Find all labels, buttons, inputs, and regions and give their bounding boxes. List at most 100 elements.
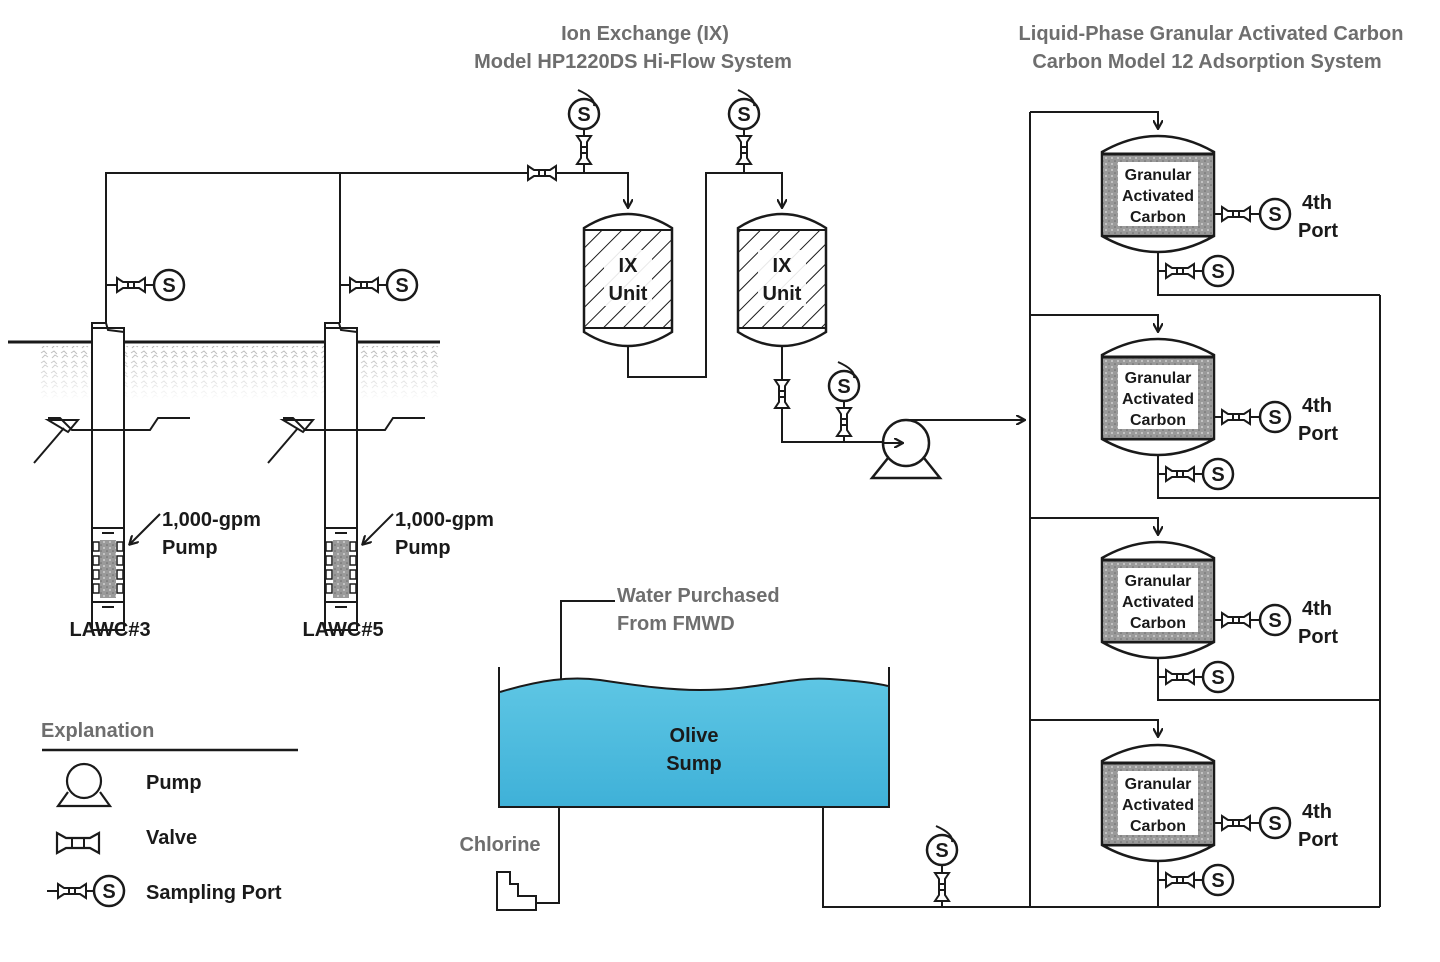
valve-icon [1165,872,1195,888]
valve-icon [836,407,852,437]
fmwd-label-line2: From FMWD [617,613,735,635]
gac-vessel-3: Granular Activated Carbon S 4th Port S [1100,540,1338,694]
port-label-line2: Port [1298,626,1338,648]
well-name-label: LAWC#3 [69,619,150,641]
ix-piping [627,172,896,442]
valve-icon [774,379,790,409]
port-label-line1: 4th [1302,801,1332,823]
gac-title-line1: Liquid-Phase Granular Activated Carbon [1019,23,1404,45]
valve-icon [349,277,379,293]
well-header-pipe [105,165,628,323]
sampling-port-4th[interactable]: S [1214,400,1292,434]
chlorine-feed: Chlorine [459,807,560,911]
legend-item-pump: Pump [55,762,202,808]
svg-text:Sampling Port: Sampling Port [146,882,282,904]
water-table-icon [33,417,190,464]
fmwd-inlet: Water Purchased From FMWD [560,585,780,680]
sampling-port-well-5[interactable]: S [340,268,419,302]
legend: Explanation Pump Valve S [41,720,298,908]
svg-text:Carbon: Carbon [1130,615,1186,632]
svg-text:Activated: Activated [1122,797,1194,814]
valve-icon [736,135,752,165]
svg-text:S: S [737,104,750,126]
gac-vessel-4: Granular Activated Carbon S 4th Port S [1100,743,1338,897]
svg-text:Unit: Unit [609,283,648,305]
svg-text:S: S [1268,813,1281,835]
olive-sump: Olive Sump [498,667,890,808]
sampling-port-4th[interactable]: S [1214,197,1292,231]
svg-text:Granular: Granular [1125,776,1192,793]
sampling-port-effluent[interactable]: S [1158,660,1235,694]
sampling-port-effluent[interactable]: S [1158,863,1235,897]
valve-ix-outlet[interactable] [774,379,790,409]
valve-icon[interactable] [527,165,557,181]
pump-icon [55,762,113,808]
svg-text:S: S [162,275,175,297]
svg-text:S: S [1211,464,1224,486]
svg-text:S: S [935,840,948,862]
well-pump-label-line2: Pump [395,537,451,559]
valve-icon [1221,409,1251,425]
gac-vessel-2: Granular Activated Carbon S 4th Port S [1100,337,1338,491]
valve-icon [934,872,950,902]
booster-pump-icon[interactable] [869,420,1024,480]
ix-unit-1: IX Unit [582,212,674,348]
sampling-port-sump-outlet[interactable]: S [925,825,959,907]
chlorine-tank-icon [496,871,537,911]
svg-text:S: S [1211,870,1224,892]
svg-text:S: S [1211,667,1224,689]
valve-icon [55,831,101,855]
gac-vessel-1: Granular Activated Carbon S 4th Port S [1100,134,1338,288]
sump-label-line2: Sump [666,753,722,775]
sampling-port-effluent[interactable]: S [1158,254,1235,288]
valve-icon [576,135,592,165]
svg-text:S: S [577,104,590,126]
port-label-line2: Port [1298,423,1338,445]
submersible-pump-icon [92,527,124,608]
port-label-line2: Port [1298,829,1338,851]
svg-text:S: S [1211,261,1224,283]
valve-icon [1165,669,1195,685]
submersible-pump-icon [325,527,357,608]
svg-text:S: S [837,376,850,398]
svg-text:Pump: Pump [146,772,202,794]
sampling-port-effluent[interactable]: S [1158,457,1235,491]
svg-text:S: S [1268,204,1281,226]
sampling-port-well-3[interactable]: S [106,268,186,302]
pump-pointer-arrow [363,513,394,544]
svg-text:S: S [1268,407,1281,429]
sampling-port-ix-outlet[interactable]: S [827,361,861,442]
svg-text:S: S [1268,610,1281,632]
svg-text:IX: IX [619,255,639,277]
ix-title-line1: Ion Exchange (IX) [561,23,729,45]
valve-icon [1165,466,1195,482]
sampling-port-4th[interactable]: S [1214,806,1292,840]
port-label-line1: 4th [1302,598,1332,620]
legend-title: Explanation [41,720,154,742]
svg-text:Activated: Activated [1122,594,1194,611]
valve-icon [1165,263,1195,279]
sump-label-line1: Olive [670,725,719,747]
svg-text:Carbon: Carbon [1130,209,1186,226]
sampling-port-ix-mid[interactable]: S [727,89,761,173]
svg-text:Granular: Granular [1125,573,1192,590]
well-lawc5: 1,000-gpm Pump LAWC#5 [267,322,494,641]
well-pump-label-line1: 1,000-gpm [162,509,261,531]
legend-item-valve: Valve [55,827,197,855]
chlorine-label: Chlorine [459,834,540,856]
water-table-icon [267,417,425,464]
svg-text:S: S [395,275,408,297]
svg-text:Carbon: Carbon [1130,818,1186,835]
svg-text:S: S [102,881,115,903]
valve-icon [1221,206,1251,222]
valve-icon [1221,815,1251,831]
port-label-line2: Port [1298,220,1338,242]
sampling-port-4th[interactable]: S [1214,603,1292,637]
svg-text:Granular: Granular [1125,370,1192,387]
sampling-port-icon: S [47,874,126,908]
pump-pointer-arrow [130,513,161,544]
sampling-port-ix-inlet[interactable]: S [567,89,601,173]
port-label-line1: 4th [1302,192,1332,214]
legend-item-sampling-port: S Sampling Port [47,874,282,908]
